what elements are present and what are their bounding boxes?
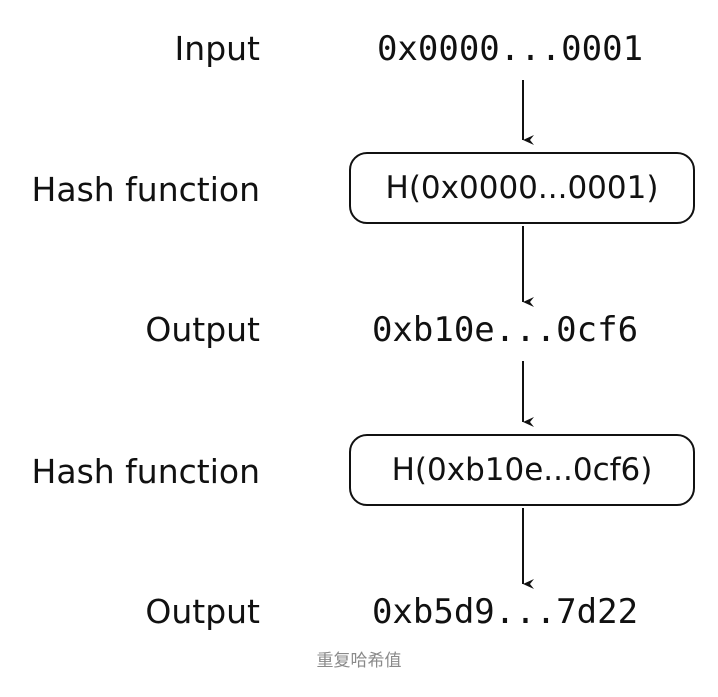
output-label-2: Output — [145, 592, 260, 631]
output-value-2: 0xb5d9...7d22 — [371, 592, 639, 632]
hash-function-box-1: H(0x0000...0001) — [349, 152, 695, 224]
output-value-1: 0xb10e...0cf6 — [371, 310, 639, 350]
output-label-1: Output — [145, 310, 260, 349]
hash-function-label-2: Hash function — [31, 452, 260, 491]
hash-function-box-2: H(0xb10e...0cf6) — [349, 434, 695, 506]
input-label: Input — [174, 29, 260, 68]
figure-caption: 重复哈希值 — [316, 651, 402, 671]
input-value: 0x0000...0001 — [376, 29, 644, 69]
hash-function-label-1: Hash function — [31, 170, 260, 209]
hash-function-text-2: H(0xb10e...0cf6) — [391, 452, 653, 488]
hash-function-text-1: H(0x0000...0001) — [385, 170, 659, 206]
